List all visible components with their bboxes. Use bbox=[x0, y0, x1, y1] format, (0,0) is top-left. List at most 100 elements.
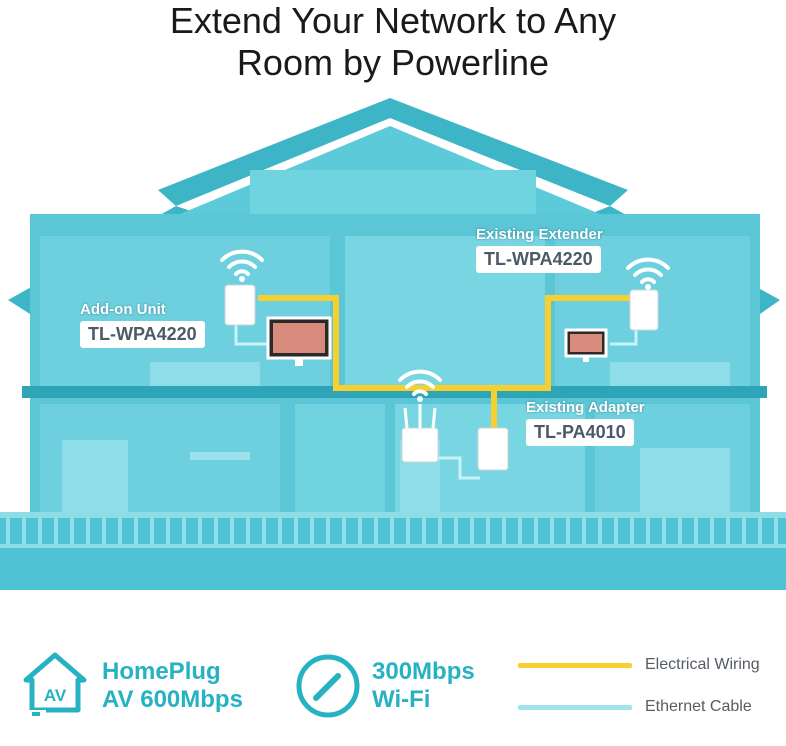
railing-post bbox=[630, 518, 634, 544]
railing-post bbox=[774, 518, 778, 544]
floor-slab bbox=[22, 386, 767, 398]
ethernet-cable-router bbox=[418, 456, 480, 480]
feature-wifi: 300Mbps Wi-Fi bbox=[372, 658, 475, 714]
railing-post bbox=[70, 518, 74, 544]
railing-post bbox=[118, 518, 122, 544]
railing-post bbox=[198, 518, 202, 544]
railing-post bbox=[6, 518, 10, 544]
ethernet-cable-left bbox=[234, 318, 268, 346]
railing-post bbox=[662, 518, 666, 544]
bed bbox=[150, 362, 260, 386]
railing-post bbox=[278, 518, 282, 544]
desk bbox=[190, 452, 250, 460]
railing-post bbox=[550, 518, 554, 544]
feature-wifi-line1: 300Mbps bbox=[372, 658, 475, 685]
railing-post bbox=[534, 518, 538, 544]
railing-post bbox=[22, 518, 26, 544]
railing-top bbox=[0, 512, 786, 518]
callout-adapter-model: TL-PA4010 bbox=[526, 419, 634, 446]
railing-post bbox=[406, 518, 410, 544]
cabinet bbox=[62, 440, 128, 516]
house-av-icon-text: AV bbox=[44, 686, 67, 705]
railing-post bbox=[566, 518, 570, 544]
railing-post bbox=[614, 518, 618, 544]
railing-post bbox=[374, 518, 378, 544]
railing-post bbox=[422, 518, 426, 544]
railing-post bbox=[342, 518, 346, 544]
title-line-1: Extend Your Network to Any bbox=[169, 0, 617, 41]
railing-post bbox=[678, 518, 682, 544]
railing-post bbox=[150, 518, 154, 544]
railing-post bbox=[262, 518, 266, 544]
electrical-wiring-path-right bbox=[494, 295, 640, 391]
railing-post bbox=[214, 518, 218, 544]
callout-extender-model: TL-WPA4220 bbox=[476, 246, 601, 273]
wifi-icon bbox=[220, 249, 264, 282]
railing-bottom bbox=[0, 544, 786, 548]
railing-post bbox=[598, 518, 602, 544]
railing-post bbox=[102, 518, 106, 544]
railing-post bbox=[694, 518, 698, 544]
callout-existing-extender: Existing Extender TL-WPA4220 bbox=[476, 226, 603, 273]
callout-existing-adapter: Existing Adapter TL-PA4010 bbox=[526, 399, 645, 446]
railing-post bbox=[438, 518, 442, 544]
electrical-wiring-path bbox=[258, 295, 497, 430]
railing-post bbox=[166, 518, 170, 544]
callout-addon-caption: Add-on Unit bbox=[80, 301, 166, 318]
railing-post bbox=[38, 518, 42, 544]
railing-post bbox=[390, 518, 394, 544]
legend-ethernet-label: Ethernet Cable bbox=[645, 698, 752, 715]
monitor-icon bbox=[266, 316, 332, 366]
railing-post bbox=[294, 518, 298, 544]
monitor-icon bbox=[564, 328, 608, 362]
railing-post bbox=[582, 518, 586, 544]
speedometer-icon bbox=[296, 654, 360, 718]
wifi-icon bbox=[398, 369, 442, 402]
railing-post bbox=[54, 518, 58, 544]
railing-post bbox=[358, 518, 362, 544]
attic-window bbox=[250, 170, 536, 214]
railing-post bbox=[502, 518, 506, 544]
railing-post bbox=[646, 518, 650, 544]
railing-post bbox=[758, 518, 762, 544]
railing-post bbox=[246, 518, 250, 544]
powerline-adapter-icon bbox=[629, 289, 659, 331]
feature-homeplug-line2: AV 600Mbps bbox=[102, 686, 243, 713]
legend-ethernet-line bbox=[518, 705, 632, 710]
legend-electrical-line bbox=[518, 663, 632, 668]
railing-post bbox=[518, 518, 522, 544]
callout-adapter-caption: Existing Adapter bbox=[526, 399, 645, 416]
balcony-railing bbox=[6, 518, 778, 544]
router-icon bbox=[401, 404, 439, 463]
railing-post bbox=[326, 518, 330, 544]
railing-post bbox=[310, 518, 314, 544]
callout-addon-model: TL-WPA4220 bbox=[80, 321, 205, 348]
house-av-icon: AV bbox=[23, 652, 87, 716]
legend-electrical-label: Electrical Wiring bbox=[645, 656, 760, 673]
callout-extender-caption: Existing Extender bbox=[476, 226, 603, 243]
room-upper-left bbox=[40, 236, 330, 386]
railing-post bbox=[726, 518, 730, 544]
railing-post bbox=[134, 518, 138, 544]
railing-post bbox=[230, 518, 234, 544]
railing-post bbox=[86, 518, 90, 544]
callout-addon-unit: Add-on Unit TL-WPA4220 bbox=[80, 301, 205, 348]
title-line-2: Room by Powerline bbox=[236, 42, 550, 83]
feature-wifi-line2: Wi-Fi bbox=[372, 686, 431, 713]
sofa bbox=[610, 362, 730, 386]
powerline-adapter-icon bbox=[477, 427, 509, 471]
railing-post bbox=[710, 518, 714, 544]
feature-homeplug-line1: HomePlug bbox=[102, 658, 221, 685]
wifi-icon bbox=[626, 257, 670, 290]
railing-post bbox=[470, 518, 474, 544]
railing-post bbox=[742, 518, 746, 544]
railing-post bbox=[454, 518, 458, 544]
railing-post bbox=[182, 518, 186, 544]
feature-homeplug: HomePlug AV 600Mbps bbox=[102, 658, 243, 714]
house-illustration bbox=[0, 98, 786, 590]
room-lower-hall bbox=[295, 404, 385, 516]
page-title: Extend Your Network to Any Room by Power… bbox=[0, 0, 786, 84]
railing-post bbox=[486, 518, 490, 544]
powerline-adapter-icon bbox=[224, 284, 256, 326]
bookshelf bbox=[640, 448, 730, 516]
